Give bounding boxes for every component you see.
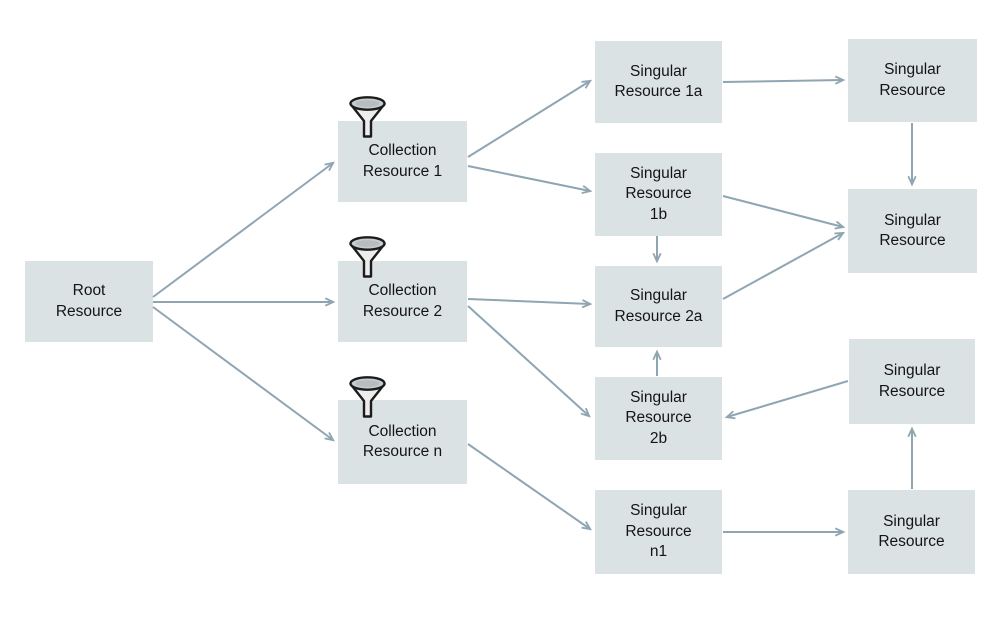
node-singular-resource-n1: Singular Resource n1 <box>595 490 722 574</box>
node-collection-resource-2: Collection Resource 2 <box>338 261 467 342</box>
edge-collection-2-to-singular-2a <box>467 298 590 304</box>
node-singular-resource-bottom-right: Singular Resource <box>848 490 975 574</box>
node-singular-resource-2b: Singular Resource 2b <box>595 377 722 460</box>
edge-collection-2-to-singular-2b <box>467 305 589 416</box>
node-root-resource: Root Resource <box>25 261 153 342</box>
node-singular-resource-top-right: Singular Resource <box>848 39 977 122</box>
node-singular-resource-2a: Singular Resource 2a <box>595 266 722 347</box>
edge-singular-1a-to-singular-top-right <box>722 80 843 82</box>
node-singular-resource-1a: Singular Resource 1a <box>595 41 722 123</box>
edge-singular-1b-to-singular-right-2 <box>722 195 843 227</box>
edge-collection-n-to-singular-n1 <box>467 443 590 529</box>
edge-singular-2a-to-singular-right-2 <box>722 233 843 300</box>
edge-collection-1-to-singular-1a <box>467 81 590 158</box>
edge-collection-1-to-singular-1b <box>467 165 590 191</box>
node-collection-resource-n: Collection Resource n <box>338 400 467 484</box>
node-singular-resource-right-3: Singular Resource <box>849 339 975 424</box>
node-collection-resource-1: Collection Resource 1 <box>338 121 467 202</box>
node-singular-resource-right-2: Singular Resource <box>848 189 977 273</box>
edge-root-to-collection-n <box>152 306 333 440</box>
node-singular-resource-1b: Singular Resource 1b <box>595 153 722 236</box>
edge-root-to-collection-1 <box>152 163 333 298</box>
edge-singular-right-3-to-singular-2b <box>727 380 849 417</box>
